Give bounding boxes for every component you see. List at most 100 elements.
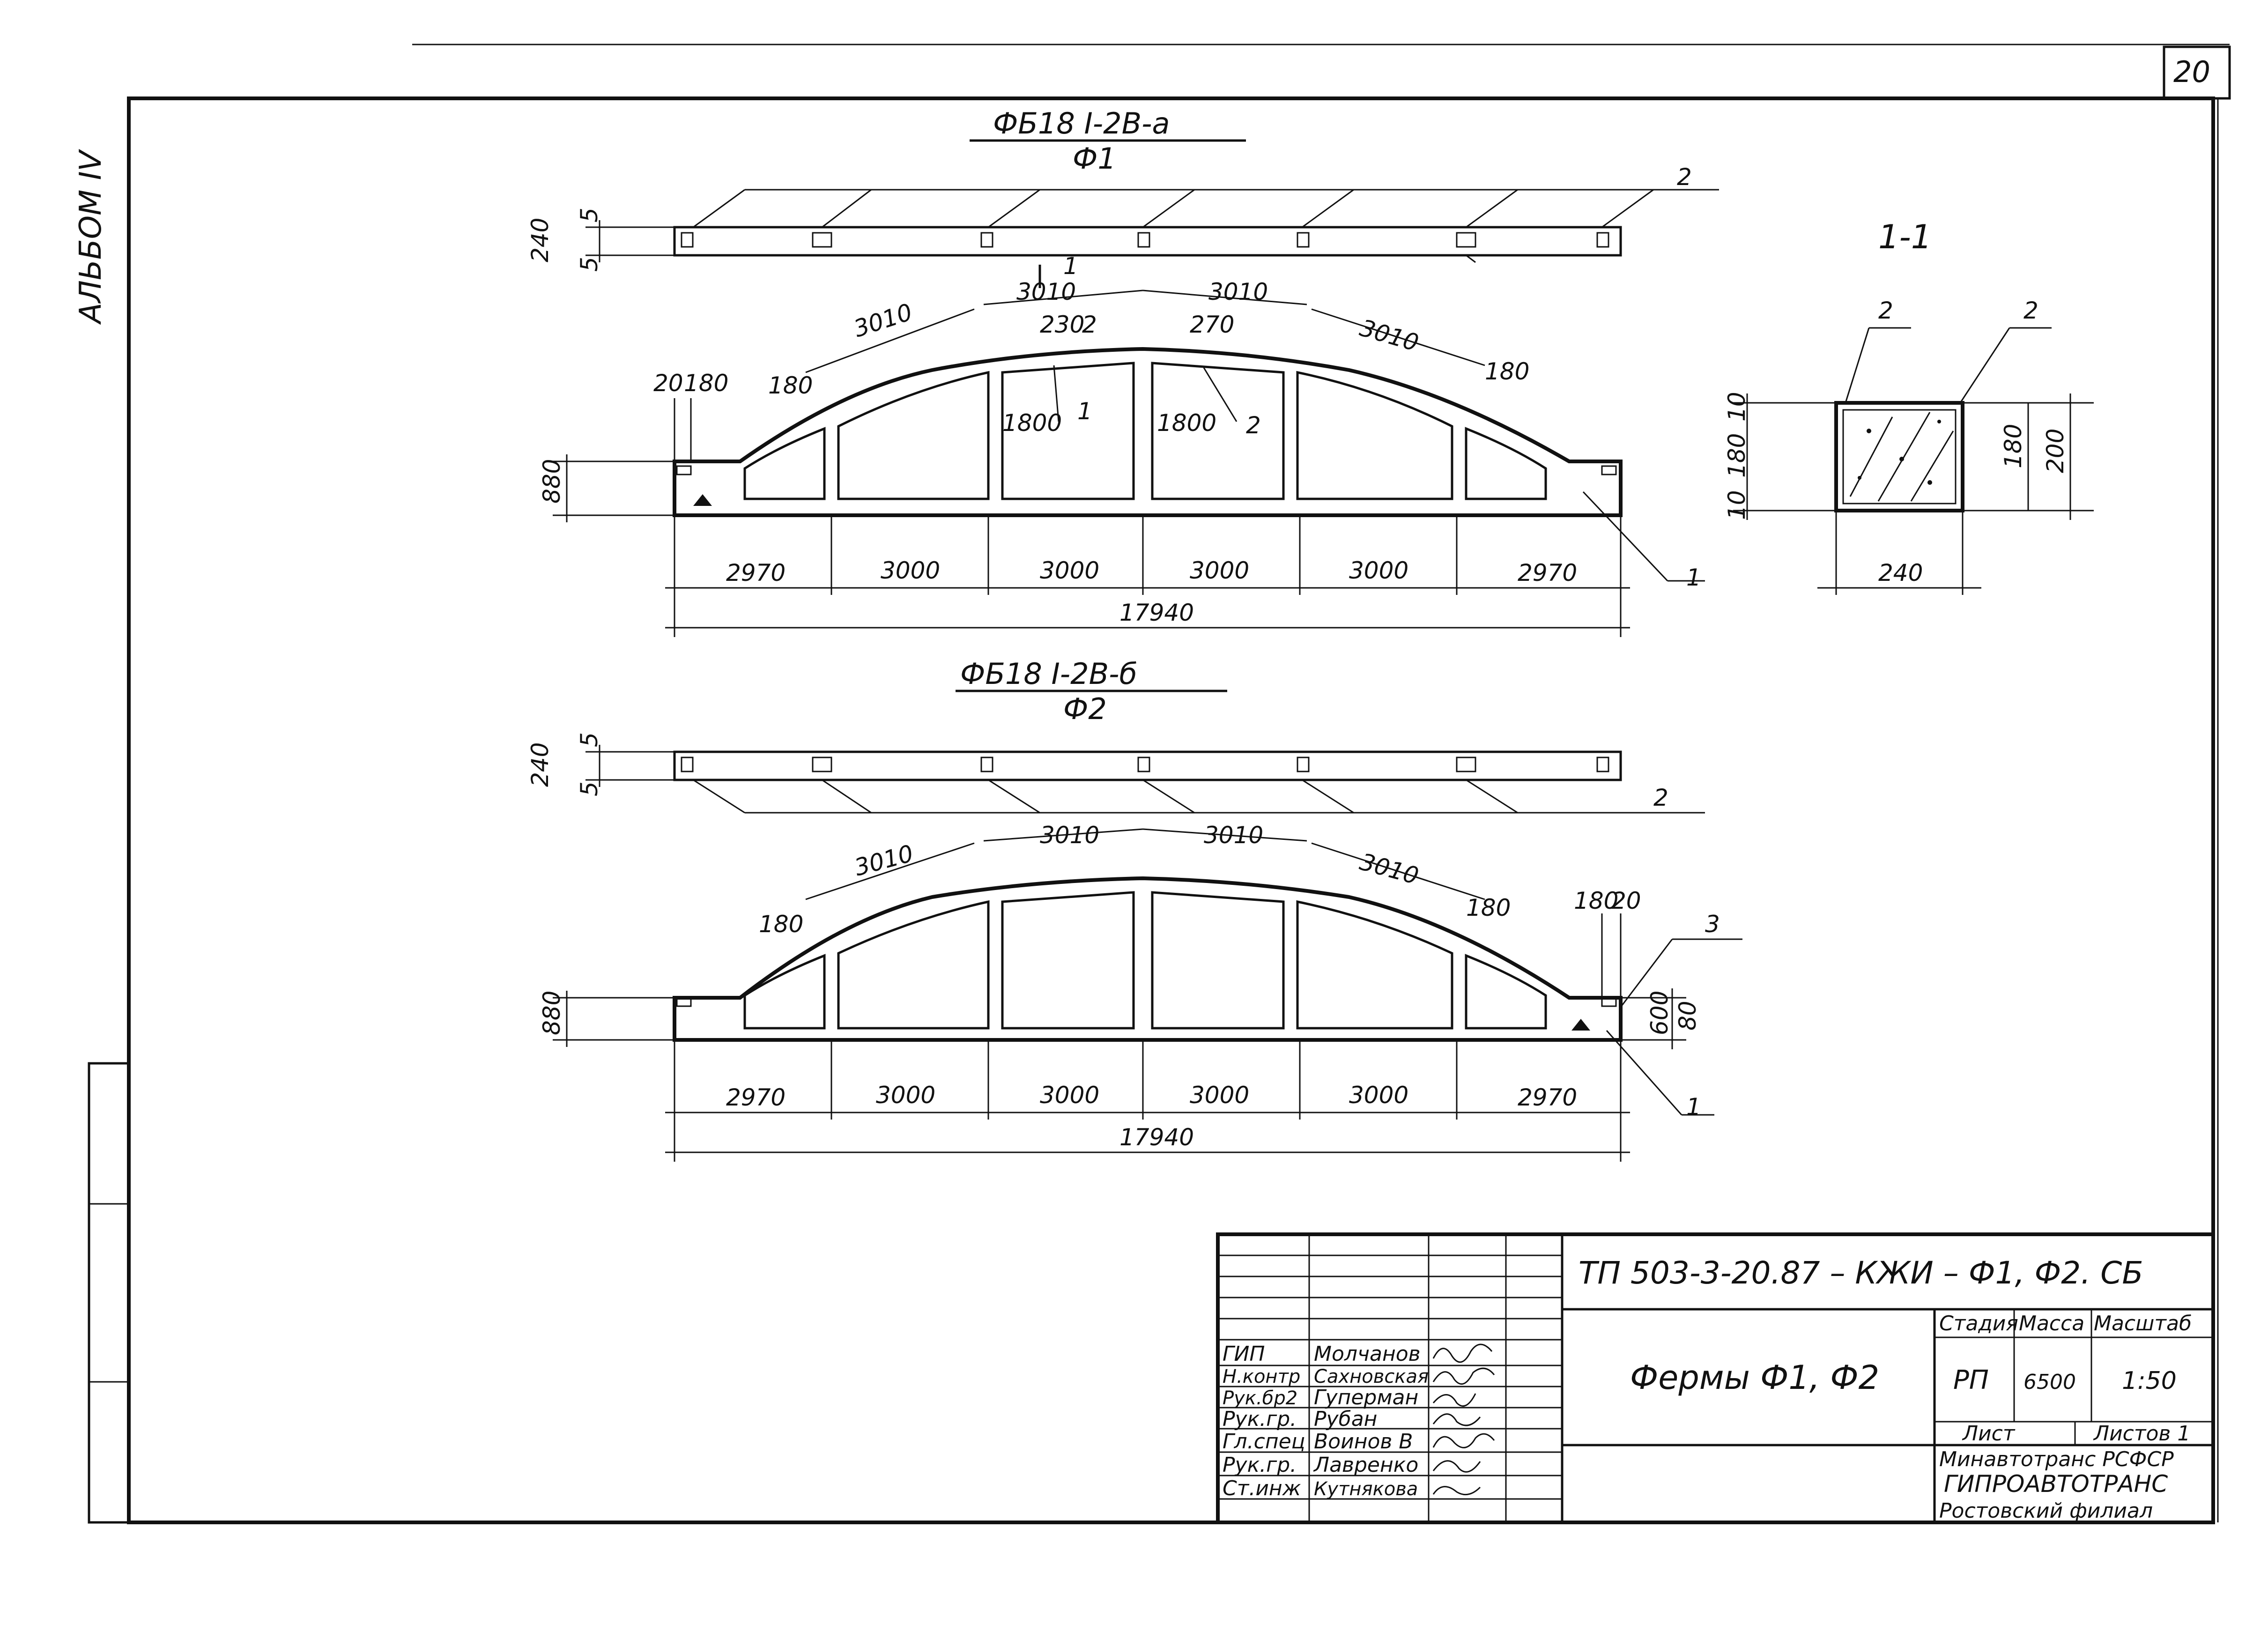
truss-b-dim-20: 20 [1611, 887, 1641, 914]
truss-b-plan-dim-5b: 5 [576, 781, 603, 796]
truss-b-bottom-5: 3000 [1349, 1082, 1408, 1109]
truss-b-title-top: ФБ18 I-2В-б [960, 657, 1137, 691]
sheets-label: Листов 1 [2093, 1422, 2190, 1446]
truss-b-plan-callout: 2 [1653, 784, 1668, 811]
signatures [1432, 1343, 1495, 1496]
title-block: ТП 503-3-20.87 – КЖИ – Ф1, Ф2. СБ Фермы … [1216, 1232, 2215, 1524]
sheet-frame [88, 44, 2231, 1524]
truss-a-title-top: ФБ18 I-2В-а [993, 106, 1170, 141]
truss-a-seg-2: 3010 [1016, 278, 1076, 305]
person-name-4: Рубан [1314, 1407, 1377, 1431]
truss-a-bottom-1: 2970 [726, 559, 786, 586]
title-name: Фермы Ф1, Ф2 [1630, 1358, 1879, 1397]
truss-a-plan-dim-240: 240 [526, 218, 554, 262]
section-dim-10-top: 10 [1723, 392, 1750, 422]
section-callout-left: 2 [1878, 297, 1893, 324]
truss-a-plan-callout: 2 [1677, 163, 1692, 191]
truss-a-seg-4: 3010 [1357, 314, 1422, 357]
truss-b-bottom-1: 2970 [726, 1084, 786, 1111]
truss-b-seg-3: 3010 [1204, 822, 1263, 849]
truss-a-plan: 2 240 5 5 [526, 163, 1719, 272]
truss-b-bottom-3: 3000 [1040, 1082, 1099, 1109]
truss-b-plan: 2 240 5 5 [526, 732, 1705, 814]
truss-a-elevation: 3010 3010 3010 3010 20 180 180 180 230 2… [538, 252, 1705, 637]
mass-header: Масса [2019, 1312, 2084, 1335]
truss-a-bottom-3: 3000 [1040, 557, 1099, 584]
truss-a-bottom-5: 3000 [1349, 557, 1408, 584]
truss-a-callout-2a: 2 [1082, 311, 1097, 338]
truss-a-callout-2b: 2 [1246, 412, 1261, 439]
truss-a-dim-270: 270 [1190, 311, 1234, 338]
scale-value: 1:50 [2122, 1367, 2177, 1395]
truss-b-callout-3: 3 [1705, 911, 1720, 938]
truss-b-left-height: 880 [538, 991, 565, 1035]
title-code: ТП 503-3-20.87 – КЖИ – Ф1, Ф2. СБ [1579, 1255, 2143, 1291]
truss-a-seg-3: 3010 [1208, 278, 1268, 305]
person-name-2: Сахновская [1314, 1366, 1429, 1387]
truss-b-elevation: 3010 3010 3010 3010 180 180 180 20 600 8… [538, 822, 1742, 1162]
org-line-2: ГИПРОАВТОТРАНС [1944, 1470, 2168, 1498]
section-1-1: 1-1 2 2 10 180 10 180 200 240 [1723, 218, 2094, 595]
person-name-5: Воинов В [1314, 1430, 1413, 1454]
section-dim-10-bottom: 10 [1723, 490, 1750, 520]
mass-value: 6500 [2023, 1370, 2076, 1394]
section-hatch [1842, 409, 1957, 504]
truss-b: ФБ18 I-2В-б Ф2 2 240 5 5 [526, 657, 1742, 1162]
truss-a-plan-dim-5a: 5 [576, 208, 603, 223]
truss-b-plan-dim-240: 240 [526, 742, 554, 787]
person-name-3: Гуперман [1314, 1386, 1418, 1409]
truss-a-dim-180-b: 180 [768, 372, 813, 399]
person-role-7: Ст.инж [1223, 1476, 1301, 1500]
truss-b-plan-dim-5a: 5 [576, 732, 603, 747]
album-label: АЛЬБОМ IV [74, 148, 108, 325]
person-role-3: Рук.бр2 [1223, 1387, 1297, 1409]
truss-b-seg-1: 3010 [852, 840, 916, 882]
truss-a-plan-dim-5b: 5 [576, 257, 603, 272]
truss-a: ФБ18 I-2В-а Ф1 2 240 5 [526, 106, 1719, 637]
truss-a-bottom-2: 3000 [881, 557, 940, 584]
sheet-label: Лист [1962, 1422, 2016, 1446]
page-number: 20 [2173, 55, 2210, 89]
truss-a-dim-180-left: 180 [684, 370, 728, 397]
truss-a-web-1800-right: 1800 [1157, 409, 1216, 437]
person-role-2: Н.контр [1223, 1366, 1300, 1387]
stage-header: Стадия [1939, 1312, 2018, 1335]
truss-a-dim-230: 230 [1040, 311, 1084, 338]
person-role-5: Гл.спец [1223, 1430, 1305, 1454]
truss-b-callout-1: 1 [1686, 1093, 1701, 1120]
truss-a-section-mark-bottom: 1 [1077, 398, 1092, 425]
truss-b-bottom-4: 3000 [1190, 1082, 1249, 1109]
truss-b-dim-180-c: 180 [1574, 887, 1618, 914]
truss-b-total: 17940 [1119, 1124, 1194, 1151]
truss-b-dim-180-b: 180 [1466, 894, 1511, 921]
truss-b-bottom-6: 2970 [1518, 1084, 1577, 1111]
person-name-7: Кутнякова [1314, 1478, 1418, 1500]
truss-a-bottom-4: 3000 [1190, 557, 1249, 584]
section-callout-right: 2 [2023, 297, 2038, 324]
truss-b-right-height-80: 80 [1674, 1001, 1701, 1031]
person-name-6: Лавренко [1313, 1453, 1418, 1477]
truss-a-bottom-6: 2970 [1518, 559, 1577, 586]
truss-a-callout-1: 1 [1686, 564, 1701, 591]
section-dim-200: 200 [2042, 429, 2069, 473]
org-line-1: Минавтотранс РСФСР [1939, 1447, 2174, 1471]
section-dim-180-left: 180 [1723, 433, 1750, 478]
truss-a-dim-20: 20 [653, 370, 683, 397]
person-role-4: Рук.гр. [1223, 1407, 1297, 1431]
truss-a-title-bottom: Ф1 [1073, 141, 1116, 176]
person-role-1: ГИП [1223, 1342, 1265, 1366]
truss-a-dim-180-c: 180 [1485, 358, 1529, 385]
section-width: 240 [1878, 559, 1923, 586]
person-name-1: Молчанов [1314, 1342, 1421, 1366]
org-line-3: Ростовский филиал [1939, 1499, 2153, 1523]
truss-a-section-mark-top: 1 [1063, 252, 1078, 280]
truss-a-seg-1: 3010 [851, 298, 916, 342]
truss-a-web-1800-left: 1800 [1002, 409, 1062, 437]
stage-value: РП [1953, 1365, 1989, 1395]
section-title: 1-1 [1878, 218, 1932, 256]
truss-b-title-bottom: Ф2 [1063, 692, 1107, 726]
truss-b-seg-2: 3010 [1040, 822, 1099, 849]
scale-header: Масштаб [2094, 1312, 2192, 1335]
section-dim-180-right: 180 [2000, 424, 2027, 468]
